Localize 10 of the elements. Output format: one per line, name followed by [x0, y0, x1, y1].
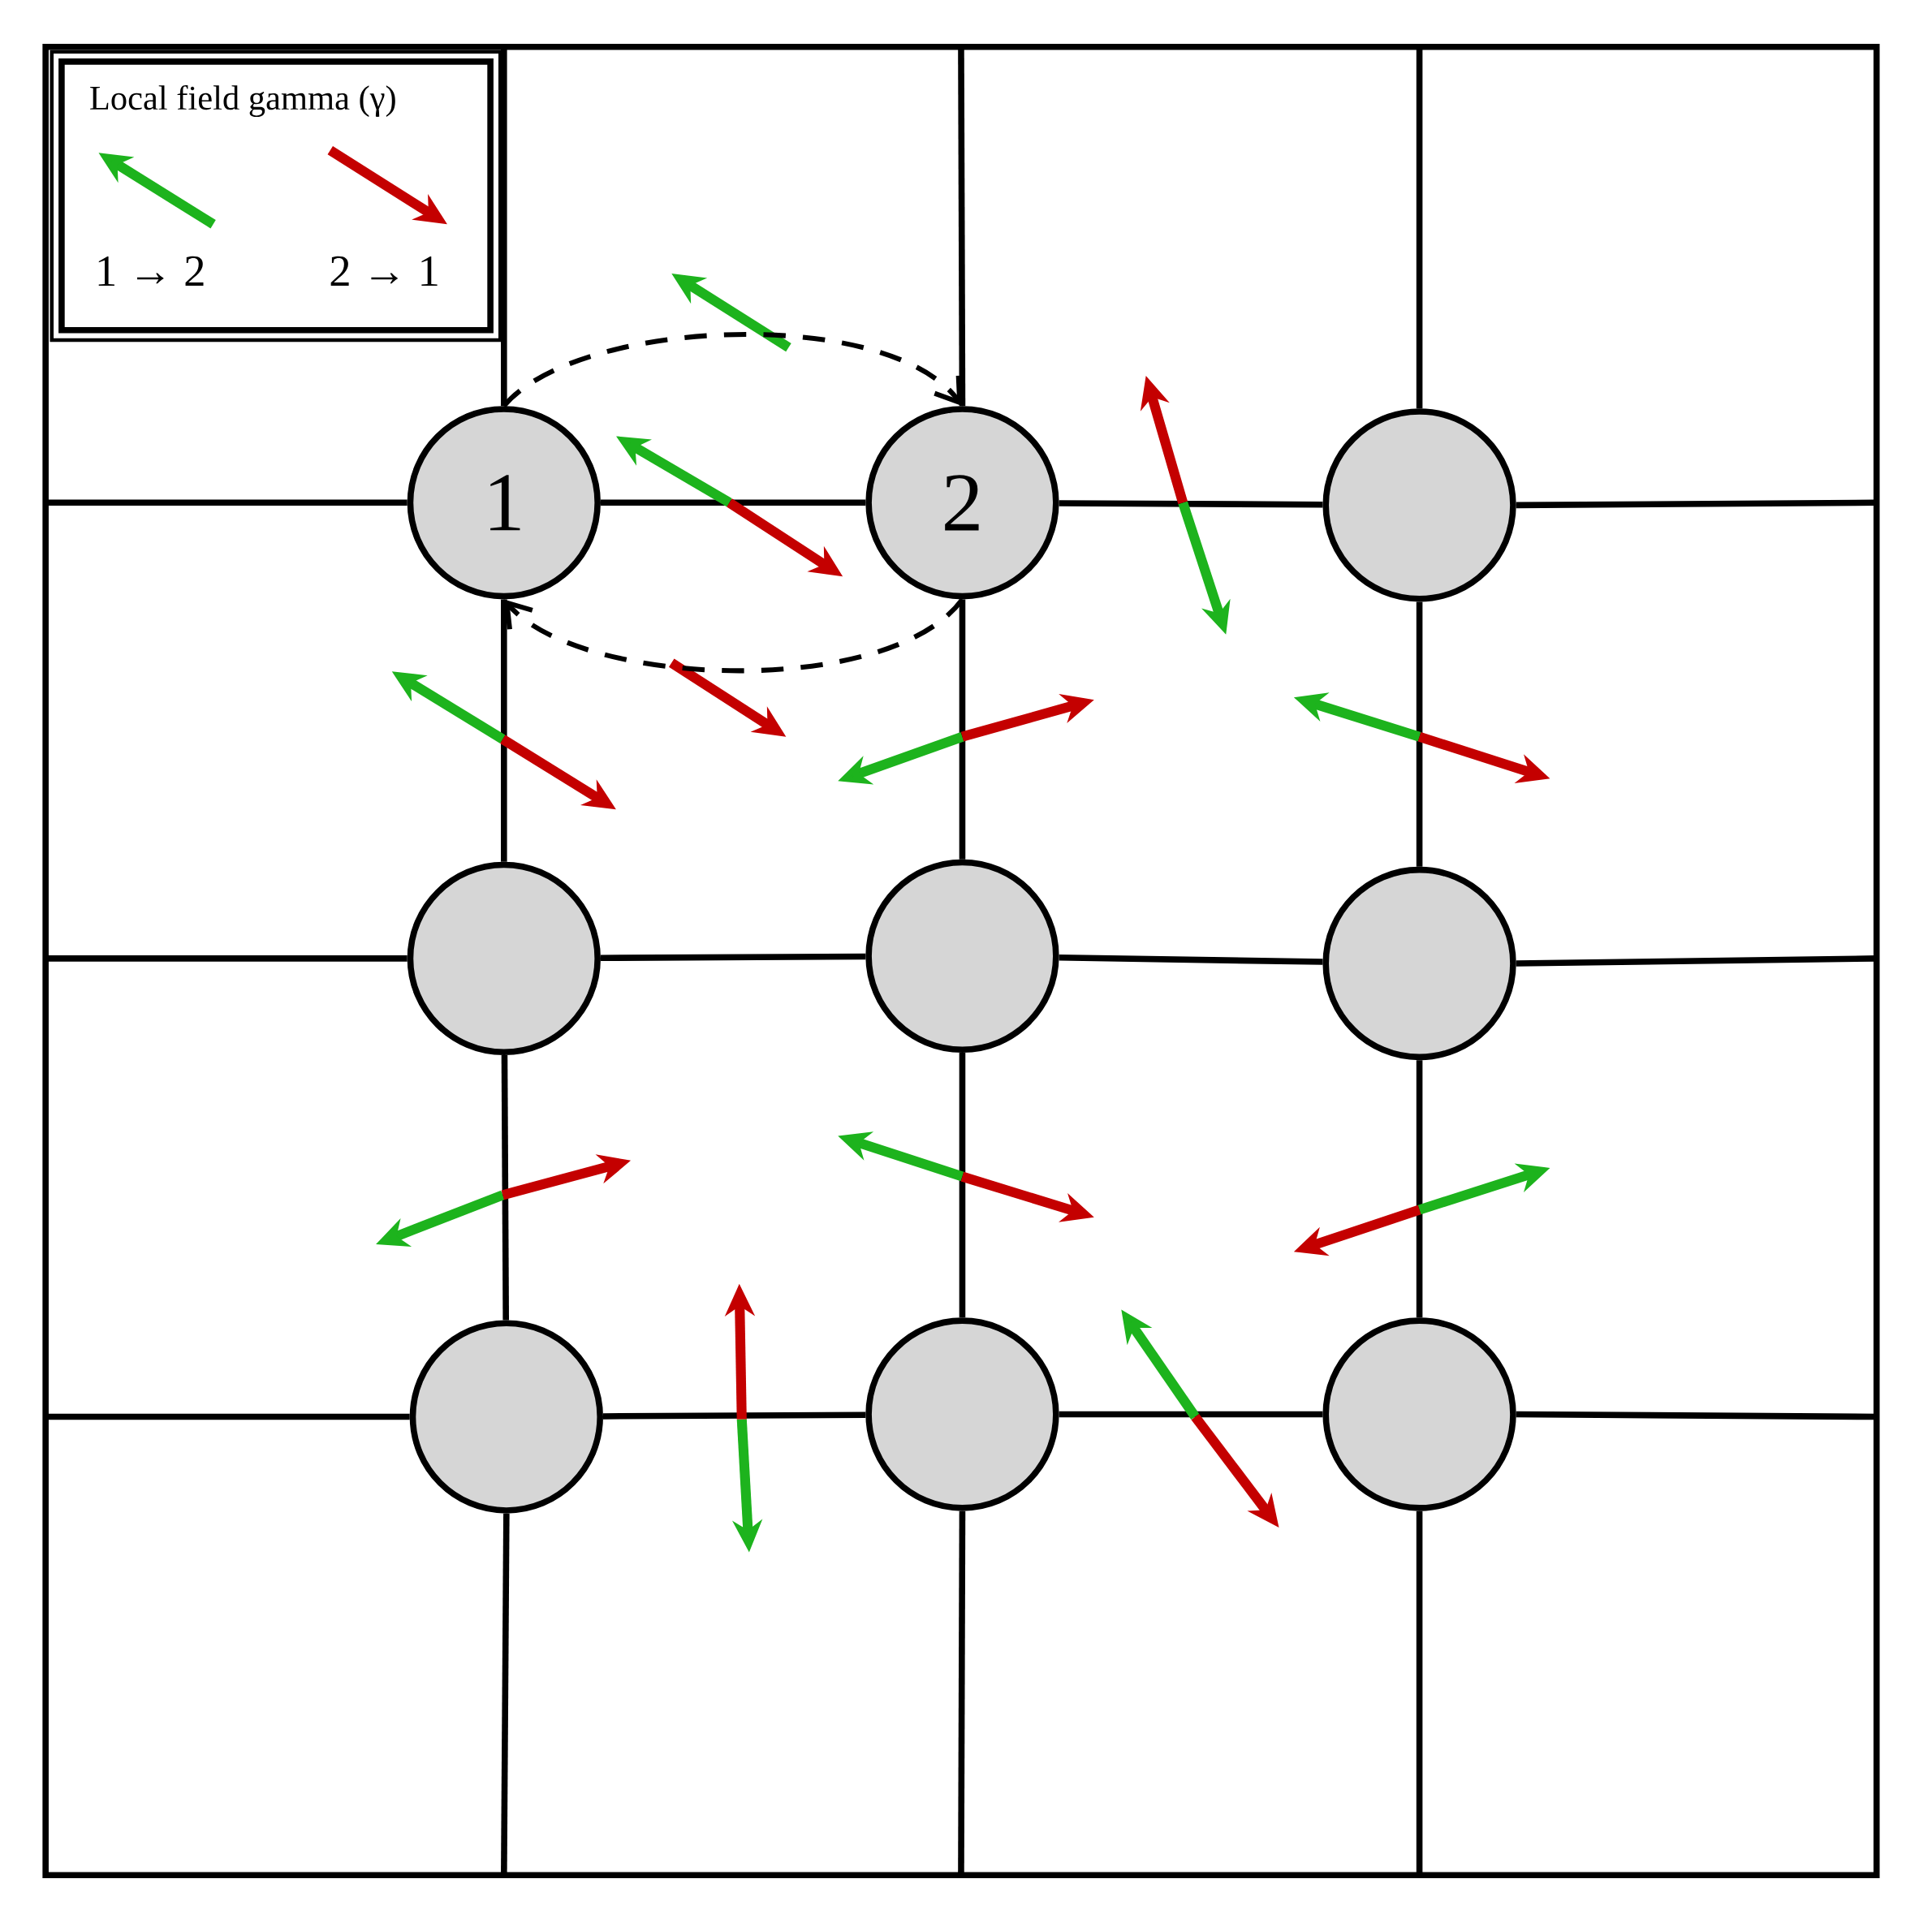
empty-circle	[1322, 1317, 1516, 1511]
legend-label: 1 → 2	[98, 256, 204, 287]
legend-title: Local field gamma (γ)	[90, 84, 395, 118]
empty-circle	[409, 1320, 603, 1514]
empty-circle	[865, 859, 1059, 1054]
empty-circle	[1322, 408, 1516, 602]
empty-circle	[407, 861, 601, 1056]
empty-circle	[865, 1317, 1059, 1511]
empty-circle	[1322, 866, 1516, 1061]
legend-label: 2 → 1	[330, 256, 438, 287]
